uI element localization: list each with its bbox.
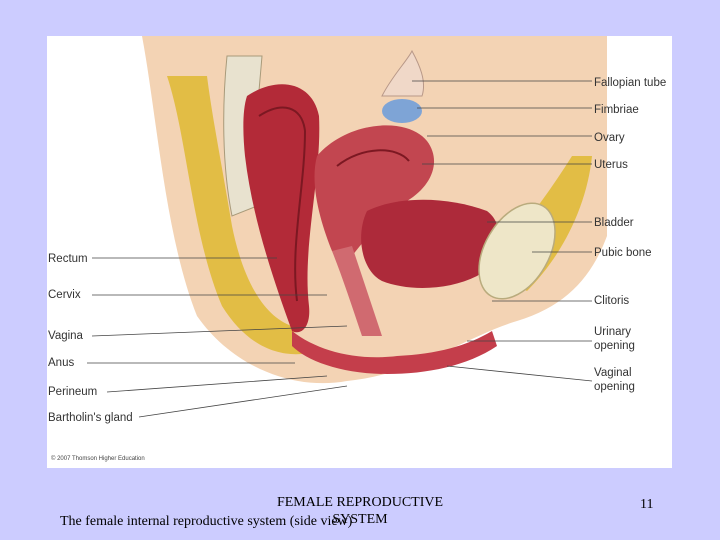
label-cervix: Cervix [48,288,81,302]
label-pubic-bone: Pubic bone [594,246,652,260]
label-fimbriae: Fimbriae [594,103,639,117]
copyright-notice: © 2007 Thomson Higher Education [51,456,145,462]
label-vaginal-opening: Vaginal opening [594,366,654,394]
label-ovary: Ovary [594,131,625,145]
label-anus: Anus [48,356,74,370]
label-fallopian-tube: Fallopian tube [594,76,666,90]
label-bladder: Bladder [594,216,634,230]
ovary-shape [382,99,422,123]
label-bartholins-gland: Bartholin's gland [48,411,133,425]
label-rectum: Rectum [48,252,88,266]
label-vagina: Vagina [48,329,83,343]
label-urinary-opening: Urinary opening [594,325,654,353]
label-perineum: Perineum [48,385,97,399]
label-uterus: Uterus [594,158,628,172]
page-number: 11 [640,497,653,513]
label-clitoris: Clitoris [594,294,629,308]
anatomy-illustration [47,36,672,468]
figure-caption: The female internal reproductive system … [60,514,352,530]
anatomy-figure: Fallopian tube Fimbriae Ovary Uterus Bla… [47,36,672,468]
